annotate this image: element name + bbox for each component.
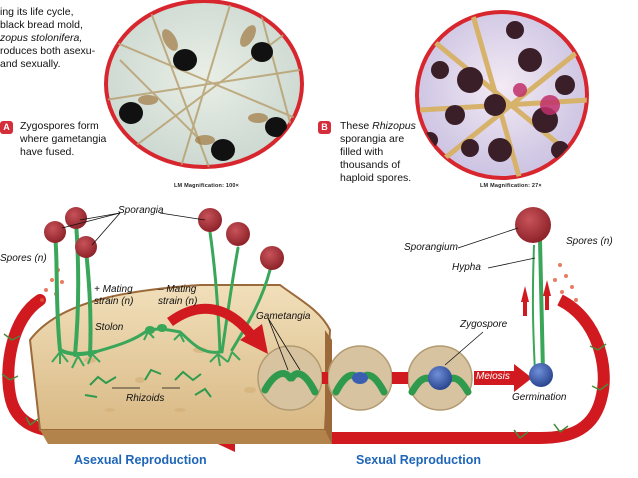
intro-line-2: black bread mold, <box>0 19 83 31</box>
label-spores-left: Spores (n) <box>0 253 47 264</box>
micrograph-b-image <box>415 10 589 180</box>
label-germination: Germination <box>512 392 567 403</box>
label-mating-plus-2: strain (n) <box>94 296 134 307</box>
panel-a-badge: A <box>0 121 13 134</box>
label-spores-right: Spores (n) <box>566 236 613 247</box>
label-meiosis: Meiosis <box>476 371 510 382</box>
panel-b-line-1: These Rhizopus <box>340 120 416 132</box>
label-hypha: Hypha <box>452 262 481 273</box>
sporangiophores-left <box>53 220 97 357</box>
label-rhizoids: Rhizoids <box>126 393 165 404</box>
cycle-arrows <box>1 263 610 452</box>
germination-sporangium <box>515 207 553 387</box>
rhizoids-right <box>143 331 241 367</box>
panel-a-line-3: have fused. <box>20 146 75 158</box>
panel-b-line-2: sporangia are <box>340 133 405 145</box>
label-sporangia: Sporangia <box>118 205 164 216</box>
intro-line-1: ing its life cycle, <box>0 6 74 18</box>
panel-b-line-3: filled with <box>340 146 384 158</box>
label-stolon: Stolon <box>95 322 124 333</box>
intro-line-4: roduces both asexu- <box>0 45 96 57</box>
panel-b-magnification: LM Magnification: 27× <box>480 183 542 189</box>
micrograph-a-image <box>104 0 304 169</box>
bread-slice <box>28 284 332 444</box>
gamete-tips <box>145 324 167 334</box>
intro-line-3: zopus stolonifera, <box>0 32 83 44</box>
intro-line-5: and sexually. <box>0 58 61 70</box>
rhizoids-left <box>51 351 101 369</box>
sexual-stage-circles <box>257 345 473 411</box>
panel-b-line-4: thousands of <box>340 159 401 171</box>
label-sporangium: Sporangium <box>404 242 458 253</box>
label-mating-minus-2: strain (n) <box>158 296 198 307</box>
label-gametangia: Gametangia <box>256 311 311 322</box>
panel-a-line-2: where gametangia <box>20 133 107 145</box>
heading-sexual-reproduction: Sexual Reproduction <box>356 453 482 467</box>
panel-a-magnification: LM Magnification: 100× <box>174 183 240 189</box>
panel-b-caption: These Rhizopus sporangia are filled with… <box>340 120 440 185</box>
intro-text: ing its life cycle, black bread mold, zo… <box>0 6 118 71</box>
label-mating-minus-1: – Mating <box>158 284 197 295</box>
label-zygospore: Zygospore <box>460 319 508 330</box>
sporangia-left <box>44 207 284 270</box>
panel-b-badge: B <box>318 121 331 134</box>
panel-a-line-1: Zygospores form <box>20 120 99 132</box>
heading-asexual-reproduction: Asexual Reproduction <box>74 453 207 467</box>
label-mating-plus-1: + Mating <box>94 284 133 295</box>
panel-a-caption: Zygospores form where gametangia have fu… <box>20 120 120 159</box>
panel-b-line-5: haploid spores. <box>340 172 412 184</box>
arrow-to-gametangia <box>167 303 268 354</box>
